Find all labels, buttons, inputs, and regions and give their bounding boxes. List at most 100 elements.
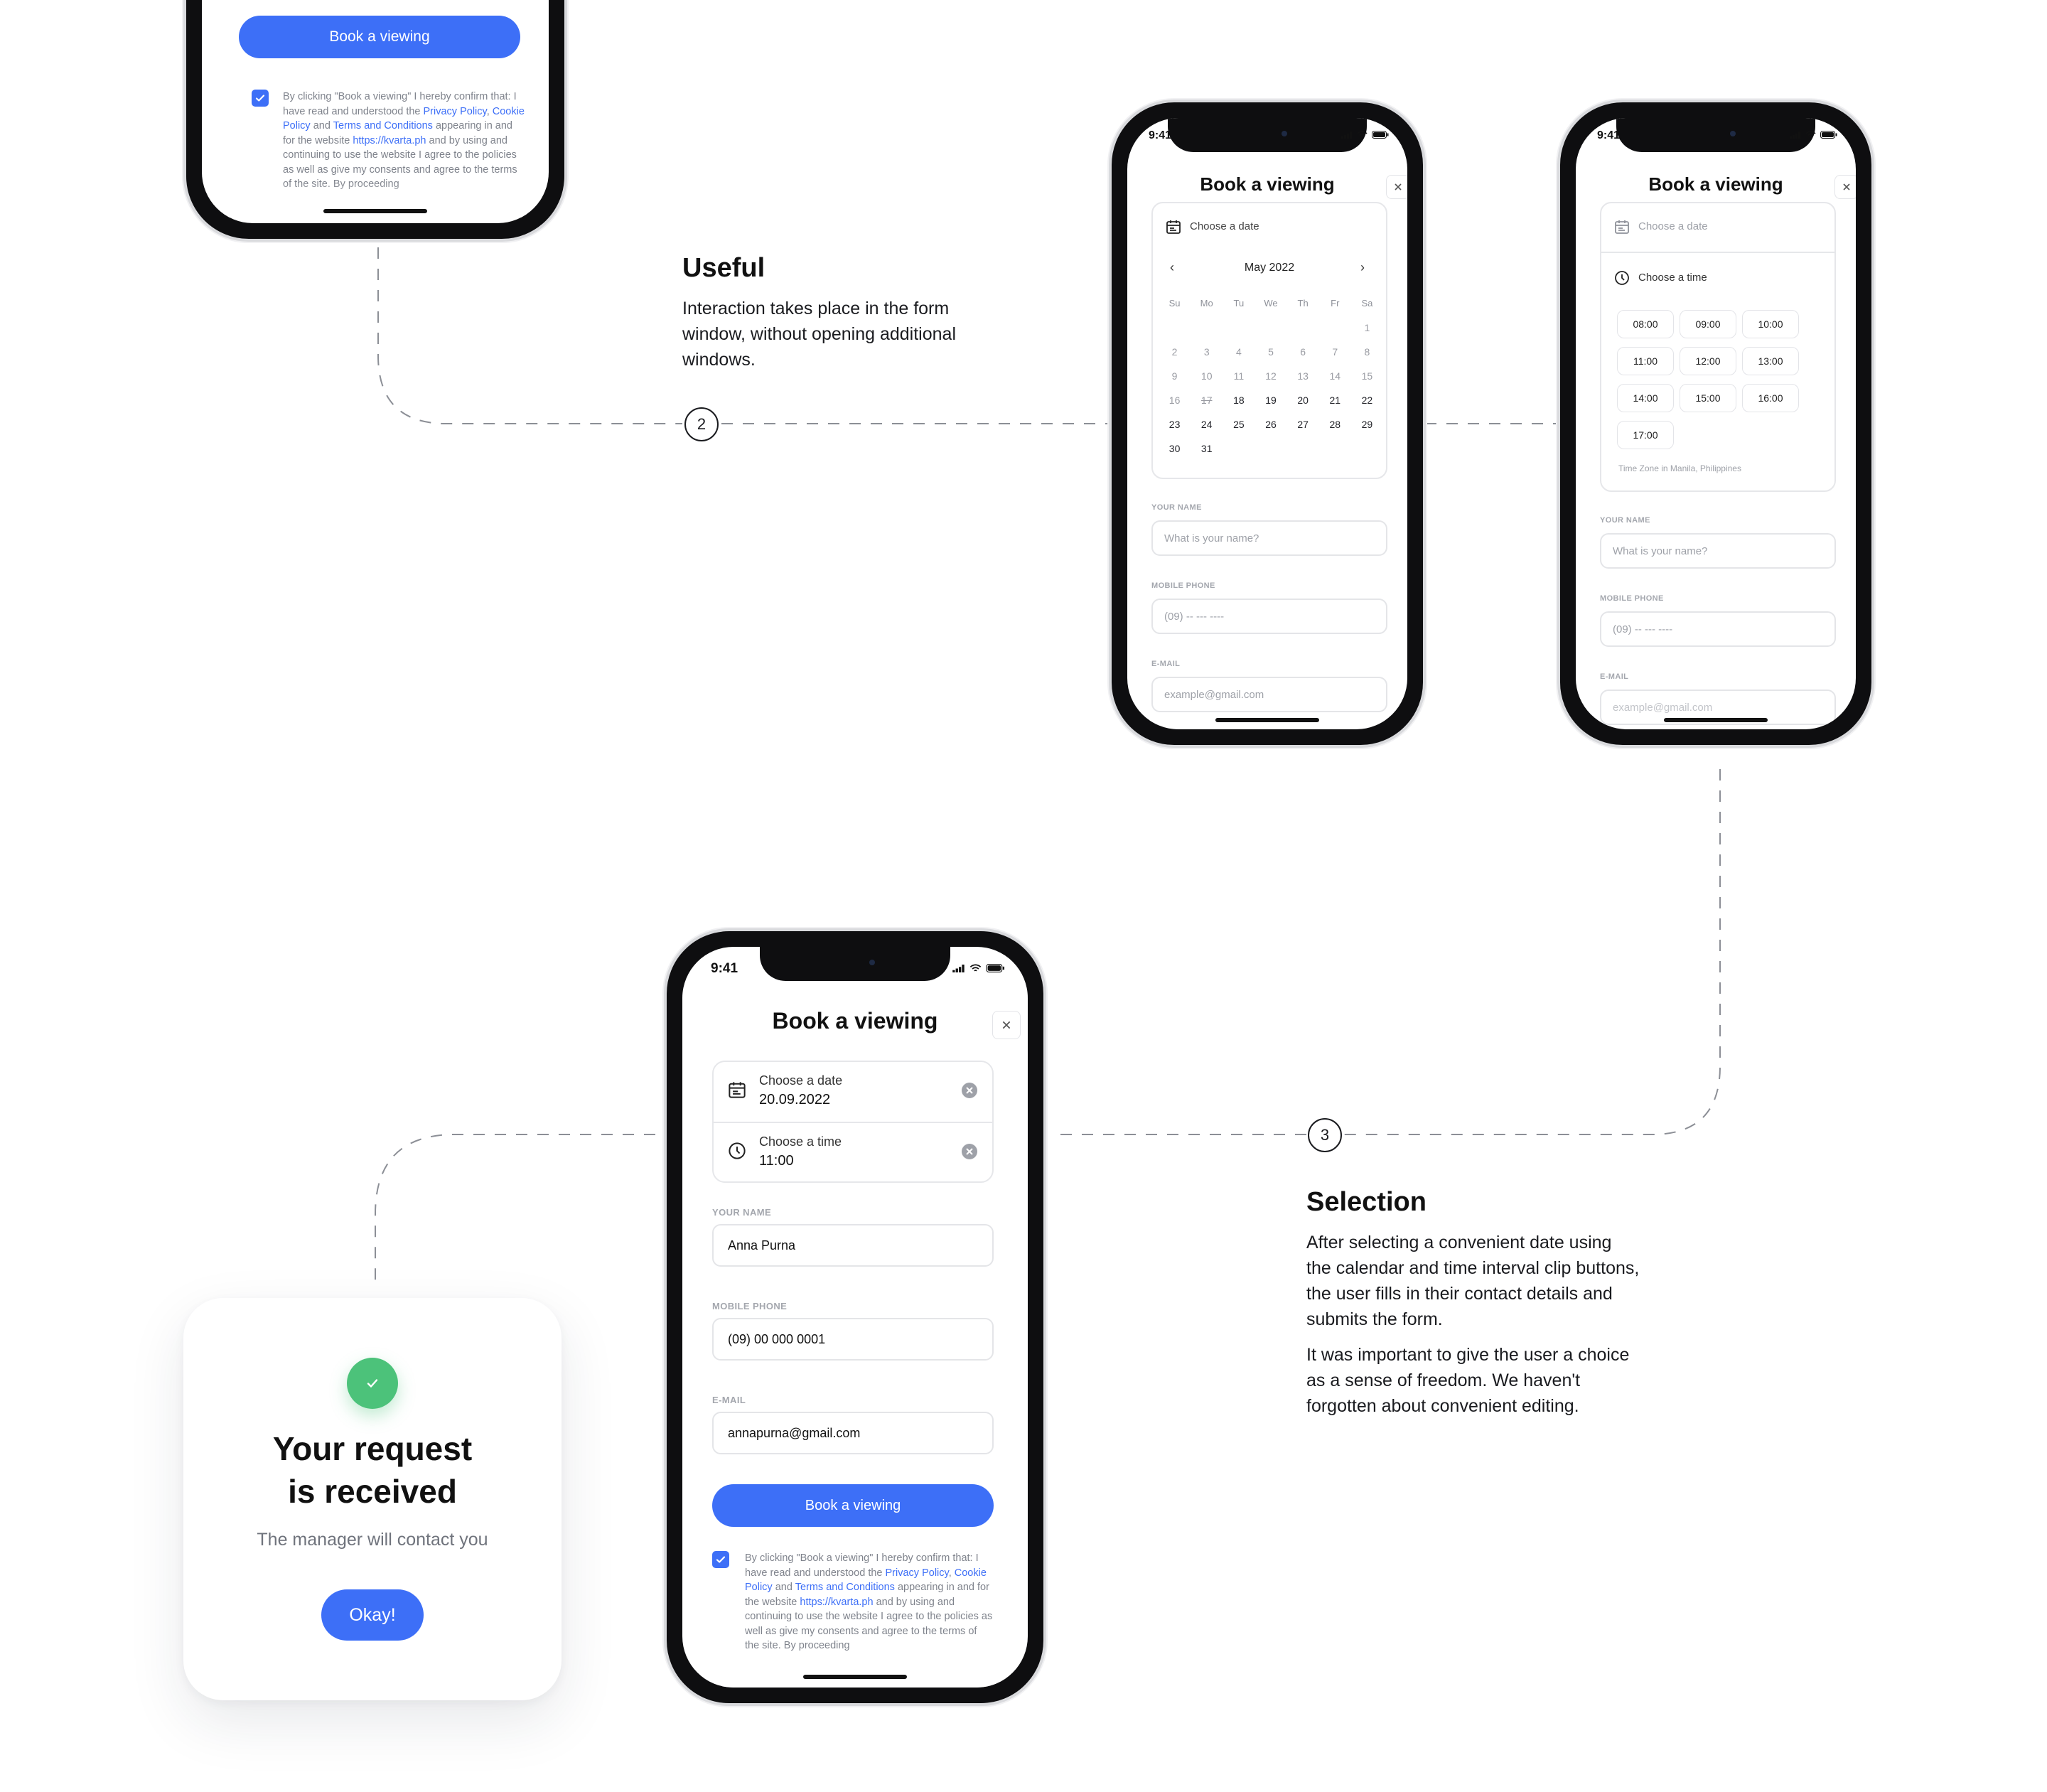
time-slot-button[interactable]: 13:00	[1742, 347, 1799, 375]
weekday-header: Fr	[1331, 298, 1340, 308]
consent-checkbox[interactable]	[712, 1551, 729, 1568]
modal-title: Book a viewing	[1200, 173, 1335, 195]
cookie-policy-link[interactable]: Cookie Policy	[283, 105, 525, 132]
weekday-header: Tu	[1233, 298, 1245, 308]
calendar-day[interactable]: 22	[1361, 395, 1373, 406]
email-input[interactable]: example@gmail.com	[1600, 690, 1836, 725]
choose-date-label[interactable]: Choose a date	[1638, 220, 1708, 232]
your-name-label: YOUR NAME	[712, 1207, 772, 1218]
next-month-button[interactable]: ›	[1360, 260, 1365, 274]
time-slot-button[interactable]: 08:00	[1617, 310, 1674, 338]
time-slot-button[interactable]: 17:00	[1617, 421, 1674, 449]
notch	[1168, 118, 1367, 152]
calendar-day[interactable]: 23	[1168, 419, 1181, 430]
time-slot-button[interactable]: 12:00	[1680, 347, 1736, 375]
calendar-day[interactable]: 30	[1168, 443, 1181, 454]
calendar-day[interactable]: 20	[1297, 395, 1309, 406]
cookie-policy-link[interactable]: Cookie Policy	[745, 1567, 987, 1594]
fade-overlay	[682, 1651, 1028, 1688]
time-slot-button[interactable]: 14:00	[1617, 384, 1674, 412]
name-input[interactable]: What is your name?	[1151, 520, 1387, 556]
date-time-card: Choose a date 20.09.2022 Choose a time 1…	[712, 1061, 994, 1183]
okay-button[interactable]: Okay!	[321, 1589, 424, 1641]
close-button[interactable]	[1834, 175, 1856, 199]
site-link[interactable]: https://kvarta.ph	[800, 1596, 874, 1608]
calendar-day[interactable]: 27	[1297, 419, 1309, 430]
calendar-day[interactable]: 19	[1265, 395, 1277, 406]
time-slot-button[interactable]: 09:00	[1680, 310, 1736, 338]
book-viewing-button[interactable]: Book a viewing	[239, 16, 520, 58]
terms-link[interactable]: Terms and Conditions	[333, 120, 433, 132]
calendar-day: 2	[1171, 346, 1178, 358]
calendar-day[interactable]: 24	[1200, 419, 1213, 430]
choose-time-label: Choose a time	[1638, 272, 1707, 284]
time-slot-button[interactable]: 16:00	[1742, 384, 1799, 412]
success-check-badge	[347, 1358, 398, 1409]
check-icon	[367, 1379, 378, 1388]
home-indicator	[323, 209, 427, 213]
date-value[interactable]: 20.09.2022	[759, 1092, 831, 1107]
site-link[interactable]: https://kvarta.ph	[353, 134, 426, 146]
book-viewing-button[interactable]: Book a viewing	[712, 1484, 994, 1527]
step-2-number: 2	[697, 415, 706, 433]
name-input[interactable]: What is your name?	[1600, 533, 1836, 569]
calendar-empty-cell	[1254, 316, 1286, 340]
clear-date-button[interactable]	[961, 1082, 978, 1102]
calendar-empty-cell	[1223, 316, 1254, 340]
privacy-policy-link[interactable]: Privacy Policy	[885, 1567, 949, 1579]
success-title: Your request is received	[272, 1430, 473, 1510]
clear-icon	[962, 1144, 977, 1159]
calendar-day[interactable]: 25	[1233, 419, 1245, 430]
calendar-day: 14	[1329, 370, 1341, 382]
mobile-phone-label: MOBILE PHONE	[712, 1301, 788, 1311]
calendar-empty-cell	[1159, 316, 1191, 340]
success-card: Your request is received The manager wil…	[183, 1298, 562, 1700]
email-input[interactable]: annapurna@gmail.com	[712, 1412, 994, 1454]
calendar-empty-cell	[1287, 436, 1319, 461]
modal-title: Book a viewing	[772, 1008, 938, 1034]
signal-icon	[1790, 131, 1800, 139]
prev-month-button[interactable]: ‹	[1170, 260, 1174, 274]
calendar-day[interactable]: 18	[1233, 395, 1245, 406]
mobile-phone-label: MOBILE PHONE	[1151, 581, 1215, 590]
calendar-day[interactable]: 21	[1329, 395, 1341, 406]
home-indicator	[1664, 718, 1768, 722]
calendar-day: 6	[1300, 346, 1306, 358]
close-button[interactable]	[992, 1011, 1021, 1039]
signal-icon	[952, 964, 965, 972]
calendar-day[interactable]: 28	[1329, 419, 1341, 430]
time-slot-button[interactable]: 11:00	[1617, 347, 1674, 375]
calendar-day[interactable]: 26	[1265, 419, 1277, 430]
choose-date-label: Choose a date	[1190, 220, 1259, 232]
clear-time-button[interactable]	[961, 1143, 978, 1164]
terms-link[interactable]: Terms and Conditions	[795, 1582, 895, 1593]
consent-checkbox[interactable]	[252, 90, 269, 107]
calendar-empty-cell	[1254, 436, 1286, 461]
phone-time-picker: 9:41 Book a viewing Choose a date Choose…	[1557, 100, 1874, 748]
status-bar: 9:41	[1576, 118, 1856, 161]
status-time: 9:41	[1597, 129, 1621, 141]
close-icon	[1395, 183, 1402, 191]
selection-paragraph-2: It was important to give the user a choi…	[1306, 1345, 1630, 1416]
phone-input[interactable]: (09) -- --- ----	[1151, 599, 1387, 634]
battery-icon	[1372, 131, 1389, 139]
card-divider	[1601, 252, 1834, 253]
weekday-header: Mo	[1200, 298, 1213, 308]
selection-title: Selection	[1306, 1187, 1427, 1217]
privacy-policy-link[interactable]: Privacy Policy	[423, 105, 487, 117]
time-slot-button[interactable]: 10:00	[1742, 310, 1799, 338]
close-button[interactable]	[1386, 175, 1407, 199]
calendar-day: 7	[1332, 346, 1338, 358]
calendar-day[interactable]: 31	[1200, 443, 1213, 454]
email-input[interactable]: example@gmail.com	[1151, 677, 1387, 712]
phone-input[interactable]: (09) 00 000 0001	[712, 1318, 994, 1361]
name-input[interactable]: Anna Purna	[712, 1224, 994, 1267]
calendar-day: 5	[1268, 346, 1274, 358]
email-label: E-MAIL	[1151, 660, 1181, 668]
calendar-empty-cell	[1287, 316, 1319, 340]
phone-input[interactable]: (09) -- --- ----	[1600, 611, 1836, 647]
time-slot-button[interactable]: 15:00	[1680, 384, 1736, 412]
time-value[interactable]: 11:00	[759, 1153, 794, 1169]
calendar-day[interactable]: 29	[1361, 419, 1373, 430]
calendar-icon	[729, 1082, 746, 1098]
